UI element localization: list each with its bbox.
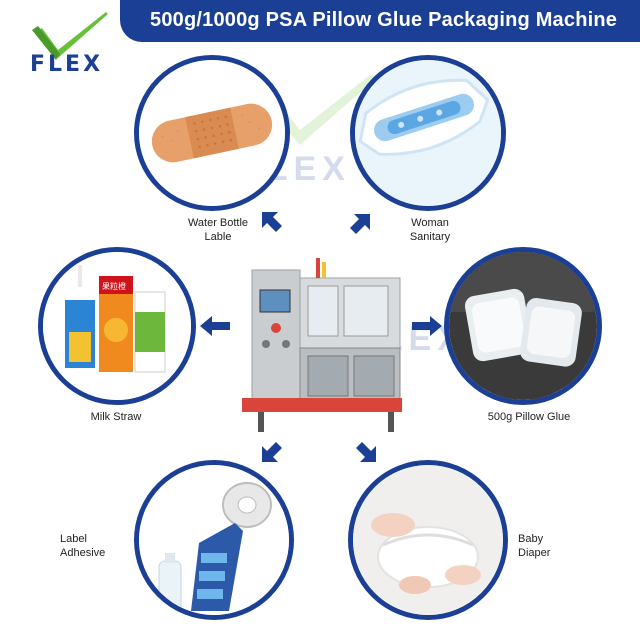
water-bottle-label-line1: Water Bottle <box>187 217 249 229</box>
arrow-right-icon <box>412 316 442 336</box>
label-adhesive-circle <box>134 460 294 620</box>
flex-logo-checkmark-icon <box>32 12 108 60</box>
label-adhesive-line1: Label <box>60 533 87 545</box>
woman-sanitary-line2: Sanitary <box>409 231 451 243</box>
juice-brand-text: 果粒橙 <box>102 281 126 291</box>
label-adhesive-line2: Adhesive <box>60 547 106 559</box>
woman-sanitary-caption: Woman Sanitary <box>382 216 478 244</box>
water-bottle-label-line2: Lable <box>204 231 232 243</box>
milk-straw-caption: Milk Straw <box>90 411 142 423</box>
header-bar <box>120 0 640 42</box>
arrow-left-icon <box>200 316 230 336</box>
watermark-checkmark-icon <box>260 75 380 145</box>
baby-diaper-caption: Baby Diaper <box>518 532 598 560</box>
arrow-down-left-icon <box>262 442 282 462</box>
arrow-up-right-icon <box>350 214 370 234</box>
logo-text: FLEX <box>30 52 104 77</box>
packaging-machine-image <box>242 258 402 432</box>
pillow-glue-caption: 500g Pillow Glue <box>487 411 571 423</box>
pillow-glue-circle <box>444 247 602 405</box>
baby-diaper-circle <box>348 460 508 620</box>
arrow-up-left-icon <box>262 212 282 232</box>
bandage-image <box>139 60 285 206</box>
pillow-glue-image <box>449 252 597 400</box>
baby-diaper-line1: Baby <box>518 533 544 545</box>
sanitary-pad-image <box>355 60 501 206</box>
woman-sanitary-line1: Woman <box>411 217 449 229</box>
baby-diaper-line2: Diaper <box>518 547 551 559</box>
label-roll-image <box>139 465 289 615</box>
water-bottle-label-circle <box>134 55 290 211</box>
juice-box-image: 果粒橙 <box>43 252 191 400</box>
page-title: 500g/1000g PSA Pillow Glue Packaging Mac… <box>150 9 618 31</box>
label-adhesive-caption: Label Adhesive <box>60 532 140 560</box>
baby-diaper-image <box>353 465 503 615</box>
arrow-down-right-icon <box>356 442 376 462</box>
milk-straw-circle: 果粒橙 <box>38 247 196 405</box>
water-bottle-label-caption: Water Bottle Lable <box>170 216 266 244</box>
woman-sanitary-circle <box>350 55 506 211</box>
